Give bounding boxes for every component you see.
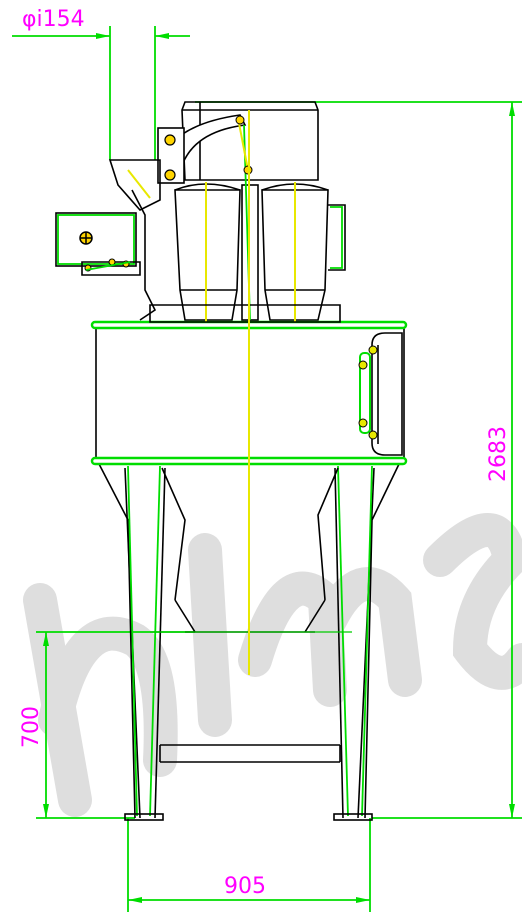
pipe-diameter-dimension: φi154 [12,7,190,160]
base-width-dimension: 905 [127,818,371,912]
watermark [23,513,522,817]
leg-height-dimension: 700 [19,631,195,819]
total-height-dimension: 2683 [195,101,522,819]
total-height-label: 2683 [486,426,511,482]
base-width-label: 905 [224,874,266,899]
leg-height-label: 700 [19,706,44,748]
stand-legs [97,461,401,821]
pipe-diameter-label: φi154 [22,7,85,32]
upper-machinery [55,101,346,323]
